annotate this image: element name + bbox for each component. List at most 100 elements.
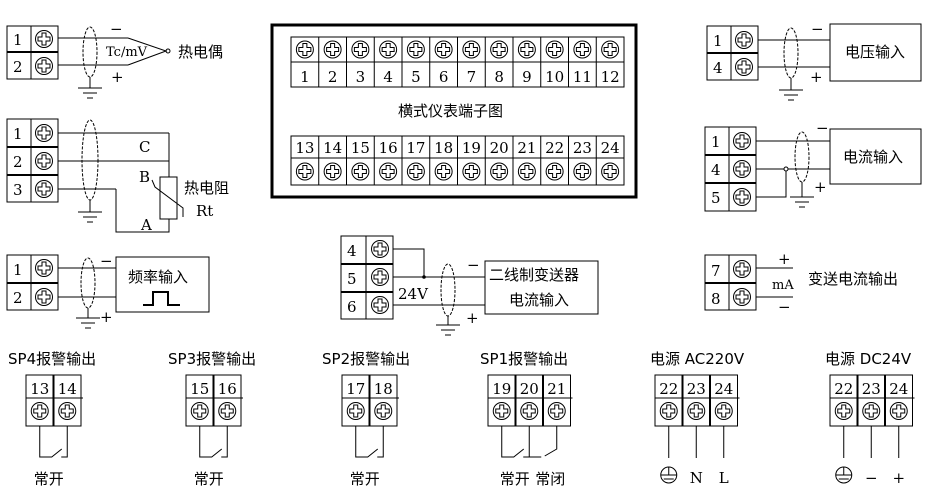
- screw-icon: [434, 40, 453, 59]
- power-terminal-label: +: [892, 469, 905, 487]
- voltage-label: 24V: [398, 285, 429, 303]
- terminal-number: 14: [58, 380, 77, 398]
- current-input-box: [829, 128, 922, 185]
- terminal-number: 19: [492, 380, 511, 398]
- terminal-number: 4: [347, 242, 357, 260]
- wire-label-b: B: [139, 168, 150, 186]
- terminal-number: 1: [13, 261, 23, 279]
- voltage-input-box: [829, 23, 922, 82]
- rtd-sub-label: Rt: [196, 202, 213, 220]
- block-title: SP4报警输出: [8, 350, 96, 368]
- terminal-number: 24: [889, 380, 908, 398]
- power-terminal-label: L: [719, 469, 729, 487]
- terminal-block: 1 4: [706, 25, 759, 81]
- transmitter-title-line2: 电流输入: [509, 291, 569, 309]
- panel-title: 横式仪表端子图: [398, 102, 503, 120]
- sensor-label: Tc/mV: [106, 45, 148, 60]
- current-input-section: 1 4 5 − + 电流输入: [704, 119, 922, 212]
- terminal-number: 17: [406, 139, 425, 157]
- shield-icon: [783, 27, 799, 79]
- two-wire-transmitter-section: 4 5 6 24V − + 二线制变送器 电流输入: [340, 235, 599, 336]
- voltage-input-title: 电压输入: [845, 43, 905, 61]
- terminal-number: 3: [13, 181, 23, 199]
- minus-sign: −: [100, 252, 113, 270]
- screw-icon: [687, 402, 706, 420]
- screw-icon: [733, 260, 751, 278]
- terminal-number: 12: [601, 68, 620, 86]
- earth-icon: [660, 466, 678, 484]
- plus-sign: +: [466, 309, 479, 327]
- screw-icon: [371, 268, 389, 286]
- screw-icon: [379, 162, 398, 181]
- screw-icon: [351, 40, 370, 59]
- frequency-section: 1 2 − + 频率输入: [6, 252, 210, 329]
- current-input-title: 电流输入: [843, 148, 903, 166]
- screw-icon: [601, 40, 620, 59]
- terminal-number: 23: [687, 380, 706, 398]
- terminal-number: 1: [300, 68, 310, 86]
- power-terminal-label: −: [865, 469, 878, 487]
- wire-label-c: C: [139, 138, 150, 156]
- terminal-block: 1 2: [6, 254, 59, 311]
- screw-icon: [492, 402, 511, 420]
- plus-sign: +: [100, 308, 113, 326]
- screw-icon: [733, 160, 751, 178]
- screw-icon: [323, 40, 342, 59]
- screw-icon: [889, 402, 908, 420]
- screw-icon: [733, 288, 751, 306]
- terminal-number: 10: [545, 68, 564, 86]
- terminal-number: 13: [30, 380, 49, 398]
- screw-icon: [35, 30, 53, 48]
- screw-icon: [462, 162, 481, 181]
- block-title: SP2报警输出: [322, 350, 410, 368]
- screw-icon: [517, 162, 536, 181]
- terminal-number: 11: [573, 68, 592, 86]
- terminal-number: 8: [494, 68, 504, 86]
- minus-sign: −: [110, 20, 123, 38]
- screw-icon: [735, 58, 753, 76]
- rtd-title: 热电阻: [184, 179, 229, 197]
- block-title: SP3报警输出: [168, 350, 256, 368]
- screw-icon: [834, 402, 853, 420]
- screw-icon: [601, 162, 620, 181]
- terminal-number: 1: [13, 125, 23, 143]
- screw-icon: [434, 162, 453, 181]
- terminal-number: 15: [190, 380, 209, 398]
- ground-icon: [77, 87, 103, 99]
- terminal-number: 2: [13, 289, 23, 307]
- block-title: 电源 AC220V: [650, 350, 745, 368]
- screw-icon: [35, 180, 53, 198]
- plus-sign: +: [778, 250, 791, 268]
- screw-icon: [545, 40, 564, 59]
- screw-icon: [218, 402, 237, 420]
- screw-icon: [371, 296, 389, 314]
- plus-sign: +: [814, 178, 827, 196]
- terminal-number: 23: [862, 380, 881, 398]
- terminal-number: 4: [711, 161, 721, 179]
- minus-sign: −: [467, 256, 480, 274]
- screw-icon: [35, 124, 53, 142]
- screw-icon: [520, 402, 539, 420]
- terminal-number: 2: [13, 58, 23, 76]
- plus-sign: +: [111, 68, 124, 86]
- terminal-number: 2: [13, 153, 23, 171]
- resistor-icon: [159, 176, 178, 220]
- screw-icon: [374, 402, 393, 420]
- screw-icon: [30, 402, 49, 420]
- shield-icon: [81, 119, 99, 201]
- transmitter-title-line1: 二线制变送器: [489, 266, 579, 284]
- power-terminal-label: N: [690, 469, 703, 487]
- terminal-number: 20: [490, 139, 509, 157]
- terminal-number: 22: [545, 139, 564, 157]
- terminal-number: 23: [573, 139, 592, 157]
- screw-icon: [733, 188, 751, 206]
- terminal-number: 21: [547, 380, 566, 398]
- terminal-number: 20: [520, 380, 539, 398]
